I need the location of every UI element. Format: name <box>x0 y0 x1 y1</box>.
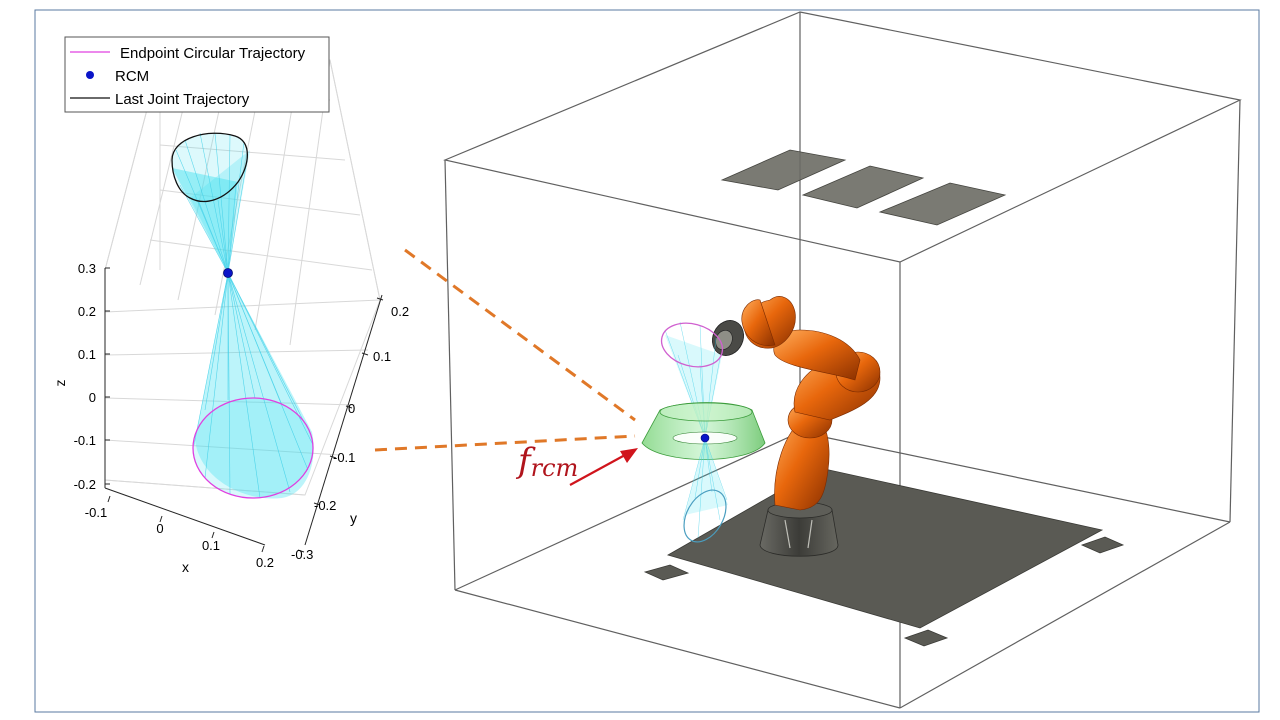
legend-item-last-joint-trajectory: Last Joint Trajectory <box>115 91 250 108</box>
legend-item-endpoint-trajectory: Endpoint Circular Trajectory <box>120 45 306 62</box>
y-tick: -0.1 <box>333 450 355 465</box>
robot-arm <box>741 296 881 511</box>
robot-scene: frcm <box>443 11 1242 709</box>
scene-cone-lower <box>682 437 728 543</box>
y-tick: -0.3 <box>291 547 313 562</box>
last-joint-trajectory <box>171 132 249 203</box>
frcm-annotation: frcm <box>515 441 638 486</box>
frcm-arrow-shaft <box>569 454 626 486</box>
rcm-point <box>223 268 233 278</box>
cone-upper <box>172 132 250 274</box>
scene-last-joint-trajectory <box>660 322 724 368</box>
figure-frame <box>34 9 1260 713</box>
ceiling-plates <box>720 149 1007 226</box>
y-axis-label: y <box>350 510 357 526</box>
zoom-connectors <box>374 248 636 452</box>
y-tick: -0.2 <box>314 498 336 513</box>
z-tick: 0.3 <box>78 261 96 276</box>
x-tick: 0.2 <box>256 555 274 570</box>
cone-lower <box>193 272 314 499</box>
z-axis-label: z <box>52 380 68 387</box>
legend-item-rcm: RCM <box>115 68 149 85</box>
legend-dot-rcm <box>86 71 94 79</box>
frcm-label-sub: rcm <box>531 454 579 482</box>
rcm-ring <box>641 402 766 460</box>
endpoint-circular-trajectory <box>192 397 314 499</box>
y-tick-labels: 0.2 0.1 0 -0.1 -0.2 -0.3 <box>291 304 409 562</box>
z-tick-labels: 0.3 0.2 0.1 0 -0.1 -0.2 <box>74 261 96 492</box>
x-tick-labels: -0.1 0 0.1 0.2 <box>85 505 274 570</box>
y-tick: 0 <box>348 401 355 416</box>
z-tick: 0.2 <box>78 304 96 319</box>
legend: Endpoint Circular Trajectory RCM Last Jo… <box>64 36 330 113</box>
workspace-box <box>443 11 1242 709</box>
y-tick: 0.2 <box>391 304 409 319</box>
z-tick: 0 <box>89 390 96 405</box>
x-axis-label: x <box>182 559 189 575</box>
end-effector <box>712 320 744 356</box>
x-tick: 0 <box>156 521 163 536</box>
plot-axes <box>104 268 383 546</box>
frcm-arrow-head <box>620 448 638 463</box>
y-tick: 0.1 <box>373 349 391 364</box>
x-tick: -0.1 <box>85 505 107 520</box>
z-tick: -0.1 <box>74 433 96 448</box>
z-tick: 0.1 <box>78 347 96 362</box>
connector-lower <box>374 434 636 452</box>
scene-rcm-point <box>700 433 710 443</box>
x-tick: 0.1 <box>202 538 220 553</box>
robot-base <box>759 501 839 557</box>
frcm-label: frcm <box>515 441 578 482</box>
scene-endpoint-trajectory <box>683 489 727 543</box>
legend-box <box>64 36 330 113</box>
left-3d-plot: 0.3 0.2 0.1 0 -0.1 -0.2 -0.1 0 0.1 0.2 0… <box>52 36 409 575</box>
connector-upper <box>404 248 636 422</box>
z-tick: -0.2 <box>74 477 96 492</box>
